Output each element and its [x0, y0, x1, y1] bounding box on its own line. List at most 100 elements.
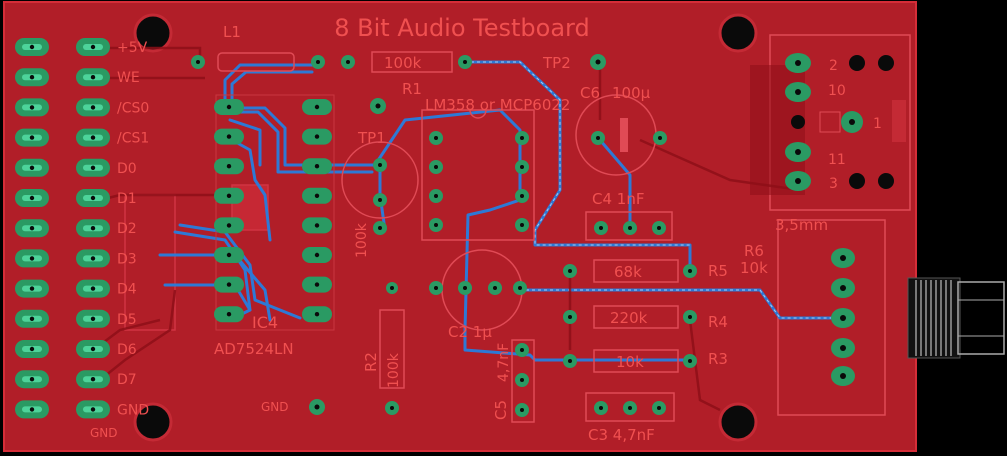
- connector-label: D4: [117, 282, 137, 298]
- ic4-pin: [214, 247, 244, 263]
- opamp-pin: [429, 131, 443, 145]
- c6-label: C6: [580, 84, 600, 102]
- header-pin: [76, 68, 110, 87]
- connector-label: D2: [117, 221, 137, 237]
- c5-label: C5: [492, 400, 510, 420]
- header-pin: [15, 309, 49, 328]
- c2-label: C2 1µ: [448, 323, 492, 341]
- connector-label: GND: [117, 402, 149, 418]
- pin-11-label: 11: [828, 152, 846, 168]
- header-pin: [15, 340, 49, 358]
- r2-value: 100k: [386, 352, 402, 388]
- r6-value: 10k: [740, 259, 768, 277]
- r1-value: 100k: [384, 54, 422, 72]
- ic4-pin: [302, 247, 332, 263]
- ic4-pin: [302, 276, 332, 293]
- c5-value: 4,7nF: [496, 343, 512, 382]
- resistor-r3: [563, 349, 697, 373]
- connector-label: D5: [117, 312, 137, 328]
- header-pin: [15, 189, 49, 207]
- resistor-r1: [341, 51, 472, 73]
- ic4-pin: [214, 158, 244, 175]
- pot-value: 100k: [354, 222, 370, 258]
- ic4-pin: [302, 306, 332, 323]
- capacitor-c3: [585, 392, 675, 422]
- resistor-r4: [563, 305, 697, 329]
- header-pin: [15, 158, 49, 177]
- r4-value: 220k: [610, 309, 648, 327]
- ic4-pin: [214, 217, 244, 234]
- header-pin: [76, 219, 110, 238]
- capacitor-c6: [575, 94, 667, 176]
- ic4-pin: [302, 99, 332, 115]
- r1-label: R1: [402, 80, 422, 98]
- connector-label: +5V: [117, 40, 148, 56]
- c6-value: 100µ: [612, 84, 651, 102]
- ic4-dip-package: [214, 94, 335, 331]
- tp1-label: TP1: [357, 129, 386, 147]
- opamp-label: LM358 or MCP6022: [425, 96, 570, 114]
- header-pin: [76, 309, 110, 328]
- header-pin: [76, 400, 110, 419]
- header-pin: [76, 370, 110, 389]
- potentiometer-r6: [831, 248, 1005, 386]
- ic4-label: IC4: [252, 313, 278, 332]
- ic4-pin: [214, 276, 244, 293]
- header-pin: [76, 158, 110, 177]
- connector-label: D1: [117, 191, 137, 207]
- header-pin: [15, 98, 49, 117]
- ic4-pin: [214, 128, 244, 145]
- jack-label: 3,5mm: [775, 216, 828, 234]
- mounting-holes: [133, 13, 758, 442]
- resistor-r2: [379, 309, 405, 415]
- header-pin: [15, 68, 49, 87]
- trim-pot: [341, 141, 419, 235]
- r5-value: 68k: [614, 263, 642, 281]
- opamp-pin: [515, 189, 529, 203]
- header-pin: [15, 279, 49, 298]
- l1-label: L1: [223, 23, 241, 41]
- connector-label: D0: [117, 161, 137, 177]
- opamp-pin: [515, 160, 529, 174]
- ic4-pin: [302, 158, 332, 175]
- header-pin: [15, 128, 49, 147]
- pin-2-label: 2: [829, 58, 838, 74]
- ic4-pin: [214, 99, 244, 115]
- r3-value: 10k: [616, 353, 644, 371]
- opamp-dip8: [421, 109, 535, 241]
- r6-label: R6: [744, 242, 764, 260]
- gnd-label: GND: [261, 400, 289, 414]
- header-pin: [76, 38, 110, 56]
- c3-label: C3 4,7nF: [588, 426, 655, 444]
- tp2-label: TP2: [542, 54, 571, 72]
- header-pin: [76, 249, 110, 268]
- c4-label: C4 1nF: [592, 190, 644, 208]
- capacitor-c5: [511, 339, 535, 423]
- header-pin: [15, 370, 49, 389]
- header-pin: [15, 219, 49, 238]
- connector-label: /CS1: [117, 131, 149, 147]
- header-pin: [76, 279, 110, 298]
- r2-label: R2: [362, 352, 380, 372]
- board-title: 8 Bit Audio Testboard: [334, 14, 589, 42]
- header-pin: [15, 249, 49, 268]
- ic4-pin: [214, 306, 244, 323]
- trace-highlights: [465, 61, 840, 319]
- opamp-pin: [515, 131, 529, 145]
- ic4-pin: [214, 187, 244, 204]
- header-pin: [15, 400, 49, 419]
- capacitor-c4: [585, 211, 673, 241]
- ic4-pin: [302, 128, 332, 145]
- output-switch-footprint: [750, 53, 906, 195]
- ic4-part-label: AD7524LN: [214, 340, 294, 358]
- gnd-bottom-label: GND: [90, 426, 118, 440]
- opamp-pin: [515, 218, 529, 232]
- opamp-pin: [429, 218, 443, 232]
- header-pin: [76, 128, 110, 147]
- header-pin: [76, 189, 110, 207]
- header-pin: [76, 340, 110, 358]
- connector-label: D3: [117, 251, 137, 267]
- r5-label: R5: [708, 262, 728, 280]
